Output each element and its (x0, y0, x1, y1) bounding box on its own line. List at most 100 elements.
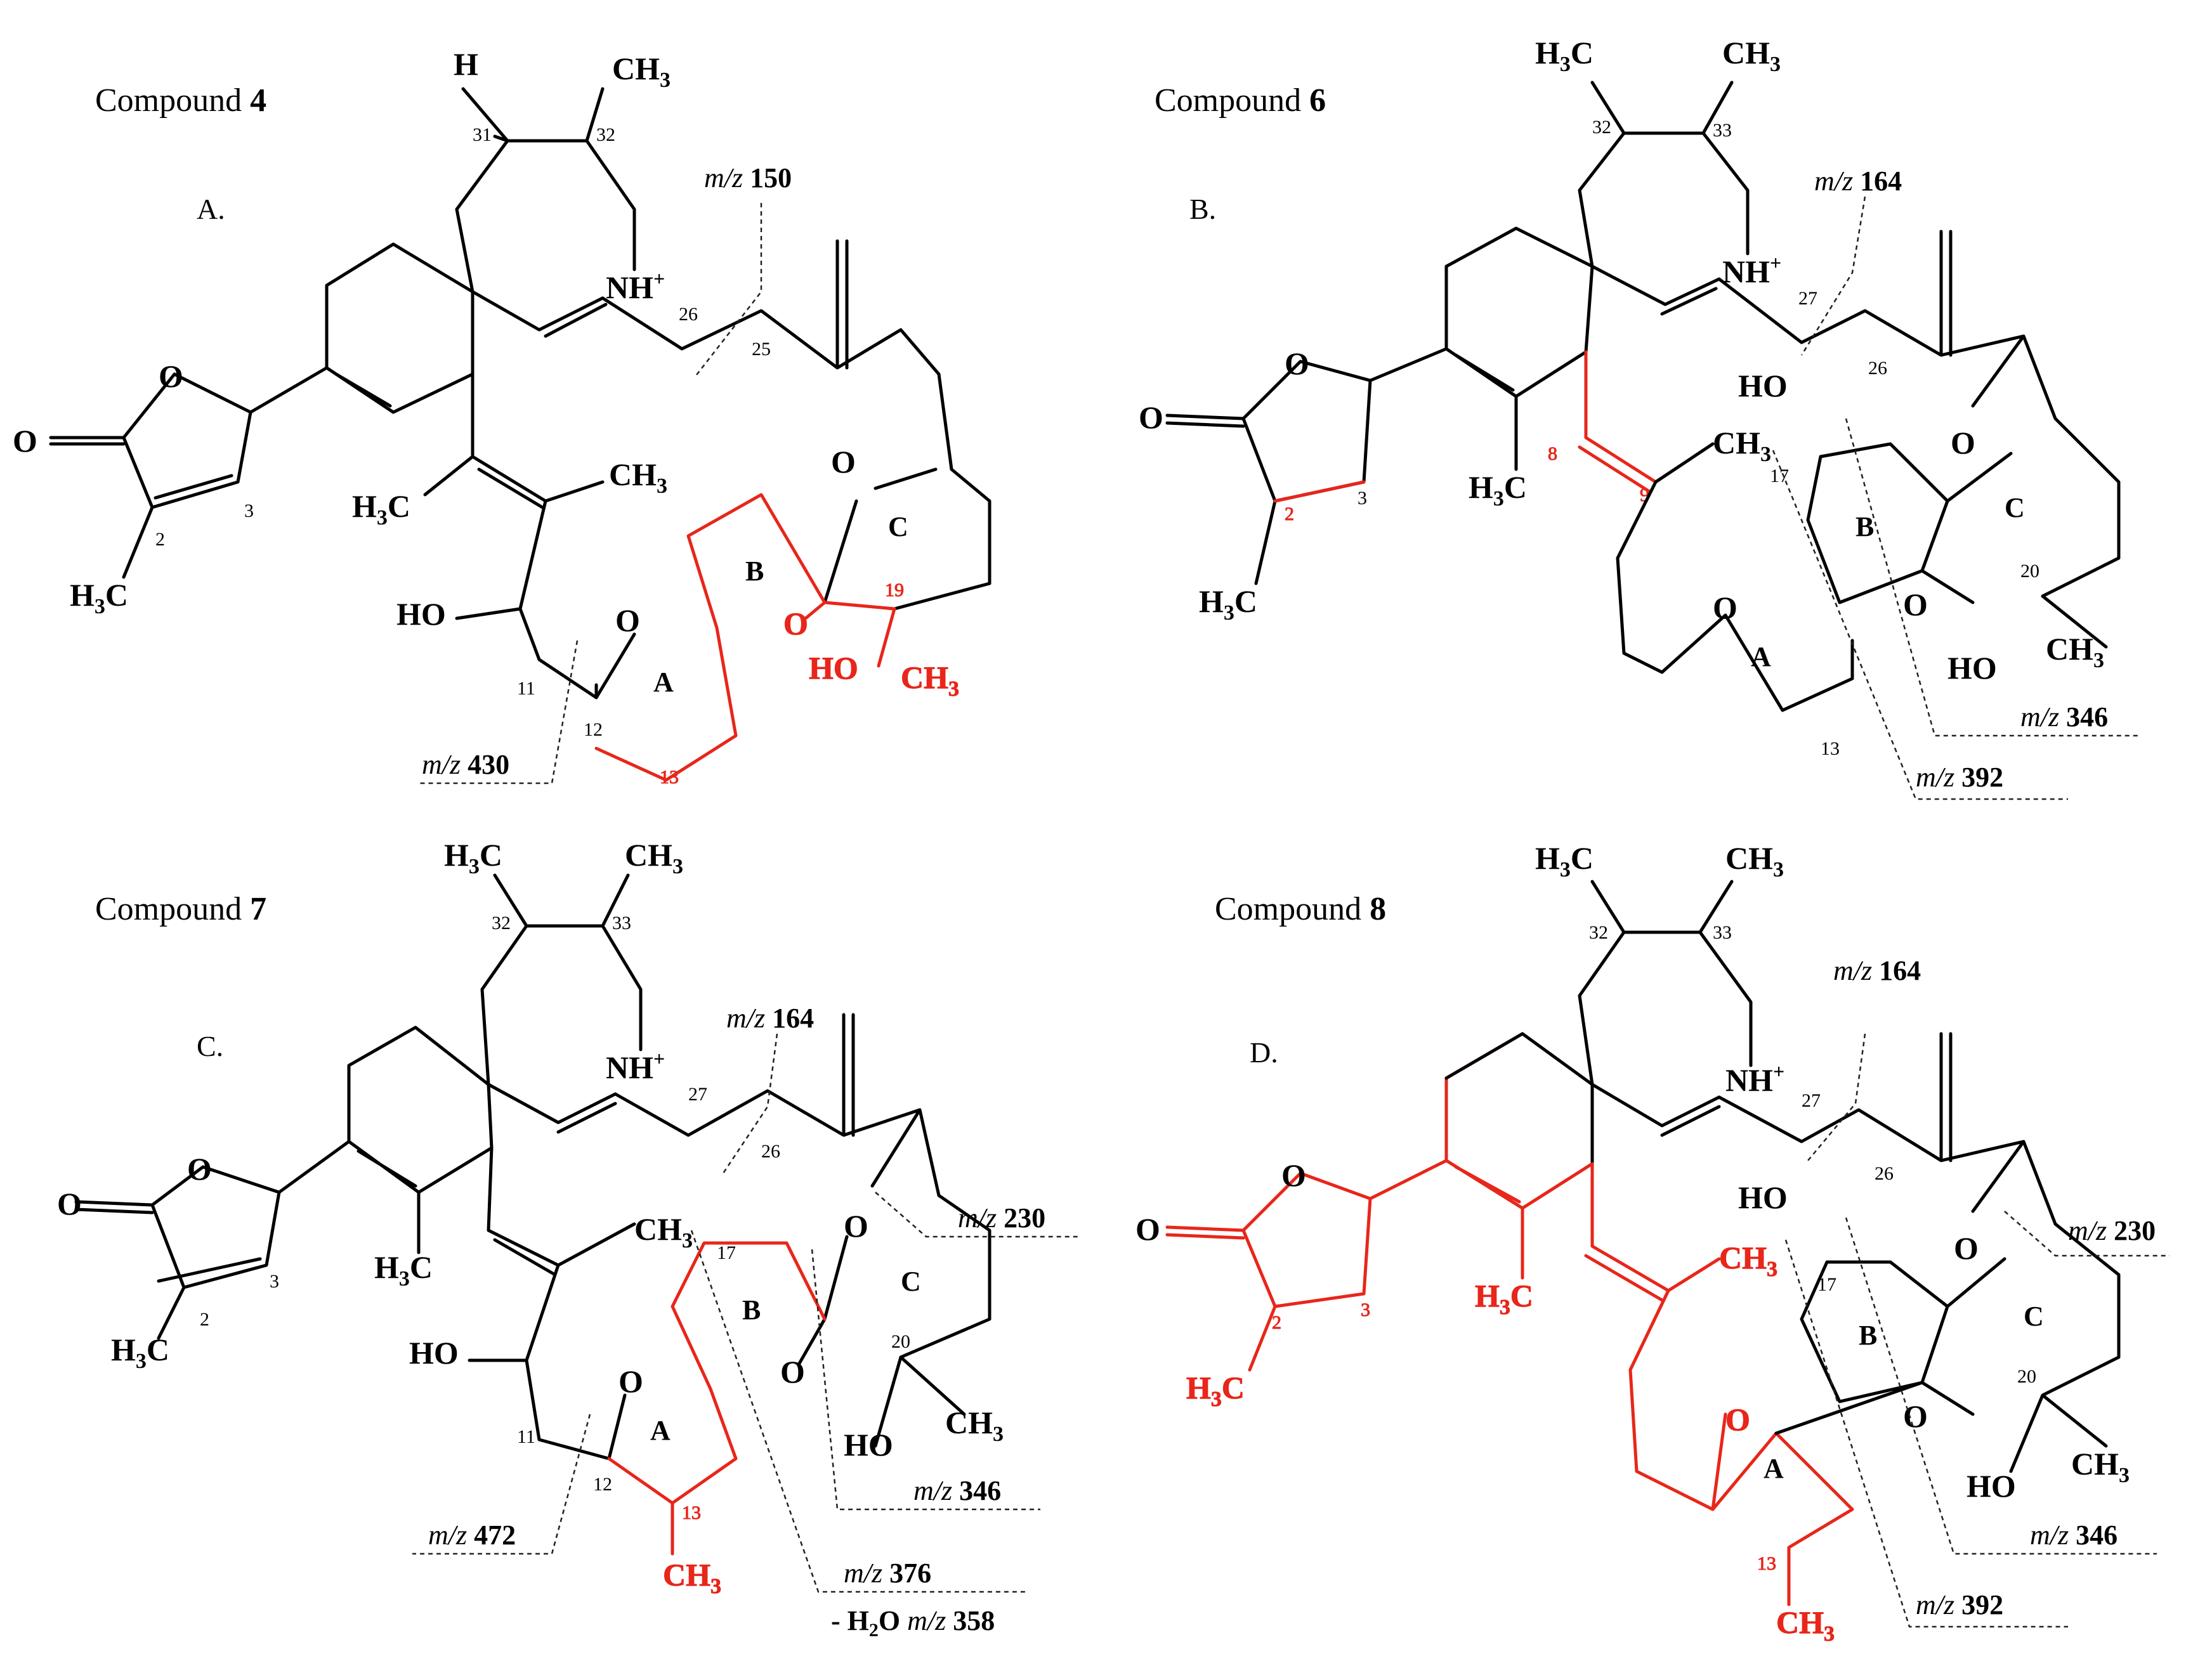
nh-plus: NH+ (606, 1047, 665, 1085)
ring-label-b: B (745, 556, 764, 587)
locant-11: 11 (517, 678, 535, 699)
locant-13: 13 (1757, 1553, 1776, 1574)
ring-oxygen: O (1281, 1157, 1306, 1193)
locant-3: 3 (1361, 1299, 1370, 1320)
ring-a-oxygen: O (1725, 1402, 1750, 1437)
locant-20: 20 (2020, 561, 2039, 582)
panel-compound-8: Compound 8 D. H3C CH3 32 33 NH+ O O H3C … (1135, 840, 2169, 1646)
locant-20: 20 (891, 1331, 910, 1352)
ch3-group: CH3 (1722, 35, 1781, 76)
frag-430 (419, 640, 579, 784)
h3c-group: H3C (352, 488, 410, 530)
frag-346 (1845, 418, 2138, 737)
ch3-red: CH3 (901, 660, 959, 701)
mz-164: m/z 164 (726, 1003, 814, 1034)
ch3-group: CH3 (945, 1405, 1004, 1446)
ring-label-c: C (2024, 1301, 2044, 1332)
ch3-group: CH3 (612, 51, 671, 92)
hydroxyl: HO (844, 1427, 893, 1462)
ch3-red: CH3 (663, 1557, 721, 1598)
locant-2: 2 (155, 529, 165, 550)
ring-label-b: B (742, 1294, 761, 1325)
locant-26: 26 (679, 304, 698, 325)
locant-2: 2 (1272, 1312, 1281, 1333)
ring-b-oxygen: O (1903, 587, 1928, 622)
ring-label-c: C (901, 1266, 921, 1297)
c2-c3-red-bond (1273, 480, 1366, 503)
h3c-red: H3C (1186, 1370, 1245, 1411)
locant-13: 13 (682, 1502, 701, 1523)
frag-376 (690, 1230, 1028, 1593)
locant-33: 33 (612, 913, 631, 934)
ring-c-oxygen: O (1951, 425, 1975, 460)
butenolide-ring (49, 366, 329, 579)
mz-346: m/z 346 (2020, 701, 2108, 732)
ring-c-oxygen: O (1954, 1230, 1979, 1266)
mz-472: m/z 472 (428, 1520, 516, 1551)
panel-letter: C. (197, 1030, 223, 1062)
carbonyl-oxygen: O (57, 1186, 82, 1221)
panel-letter: D. (1250, 1036, 1278, 1069)
frag-164 (722, 1033, 778, 1174)
rings-ab-red (607, 1241, 827, 1556)
macrocycle-chain (1616, 442, 1854, 712)
nh-plus: NH+ (606, 267, 665, 305)
panel-title: Compound 8 (1215, 891, 1386, 927)
frag-392 (1784, 1239, 2068, 1628)
hydroxyl: HO (1738, 368, 1788, 403)
ring-a-link (594, 632, 636, 700)
locant-17: 17 (717, 1242, 736, 1263)
locant-31: 31 (473, 124, 492, 145)
carbonyl-oxygen: O (13, 423, 37, 459)
panel-title: Compound 7 (95, 891, 266, 927)
ch3-red: CH3 (1776, 1605, 1835, 1646)
locant-27: 27 (688, 1084, 707, 1105)
ring-c-oxygen: O (831, 444, 856, 479)
ring-a-oxygen: O (618, 1364, 643, 1399)
c8-c9-red-olefin (1578, 350, 1658, 493)
olefin-chain (468, 1146, 636, 1461)
locant-32: 32 (1589, 922, 1608, 943)
ring-label-a: A (1764, 1453, 1784, 1484)
ch3-group: CH3 (609, 457, 667, 498)
locant-26: 26 (1875, 1163, 1894, 1184)
locant-32: 32 (596, 124, 615, 145)
panel-compound-6: Compound 6 B. H3C CH3 32 33 NH+ H3C O O … (1139, 35, 2138, 800)
frag-346 (811, 1249, 1040, 1511)
frag-346 (1845, 1217, 2157, 1555)
hydroxyl-red: HO (809, 650, 858, 686)
locant-19: 19 (885, 580, 904, 601)
hydroxyl: HO (396, 596, 446, 632)
h3c-group: H3C (1199, 583, 1257, 625)
ring-label-c: C (888, 511, 908, 542)
ch3-group: CH3 (634, 1211, 693, 1253)
ring-b-oxygen: O (783, 606, 808, 641)
h3c-red: H3C (1475, 1278, 1533, 1319)
locant-2: 2 (200, 1309, 209, 1330)
frag-230 (875, 1192, 1078, 1238)
h3c-group: H3C (374, 1249, 433, 1291)
spiroketal-red (594, 493, 896, 782)
panel-compound-4: Compound 4 A. H CH3 31 32 NH+ O O H3C 2 … (13, 46, 991, 788)
locant-27: 27 (1798, 288, 1817, 309)
spiro-link (1521, 1032, 1721, 1137)
mz-392: m/z 392 (1916, 1589, 2003, 1620)
ch3-group: CH3 (2071, 1446, 2130, 1487)
mz-164: m/z 164 (1833, 955, 1921, 986)
ring-label-a: A (653, 667, 674, 698)
locant-11: 11 (517, 1426, 535, 1447)
nh-plus: NH+ (1722, 251, 1781, 289)
carbonyl-oxygen: O (1139, 400, 1163, 435)
spiroketal-bc (1717, 230, 2121, 649)
spiroketal-bc (1717, 1032, 2121, 1473)
mz-346: m/z 346 (2030, 1520, 2117, 1551)
locant-25: 25 (752, 339, 771, 360)
azepine-ring (480, 873, 643, 1086)
cyclohexene-ring (347, 1025, 617, 1254)
locant-13: 13 (1821, 738, 1840, 759)
ring-label-a: A (650, 1415, 671, 1446)
ring-a-oxygen: O (1713, 590, 1738, 625)
mz-164: m/z 164 (1814, 166, 1902, 197)
mz-230: m/z 230 (2068, 1215, 2156, 1246)
